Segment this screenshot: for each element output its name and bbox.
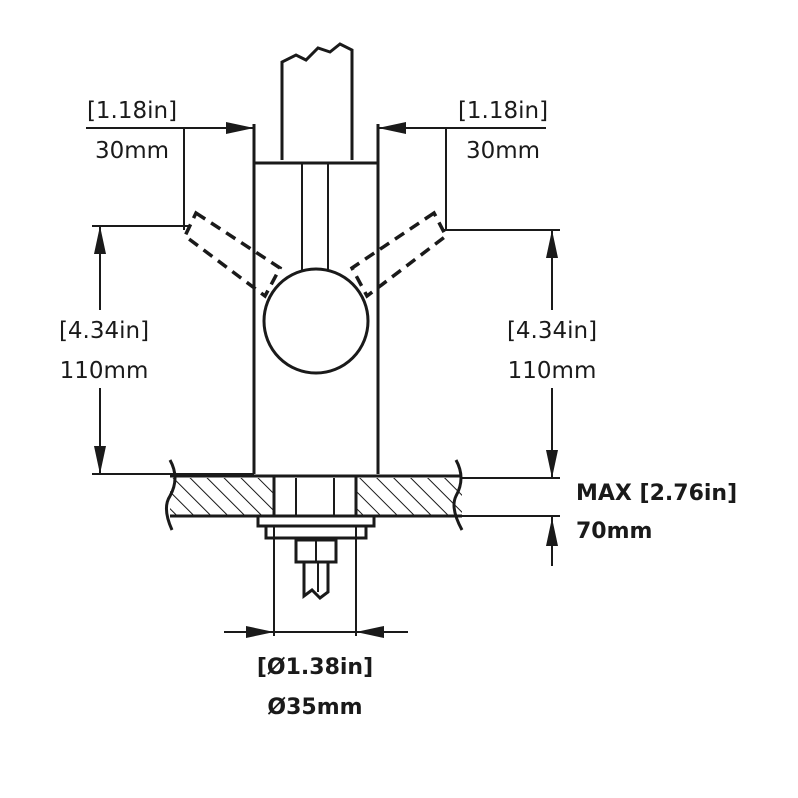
right-height-mm-label: 110mm <box>508 358 597 384</box>
dimension-top-left <box>86 122 254 230</box>
mounting-hardware <box>256 478 376 600</box>
lever-right-dashed <box>349 210 449 299</box>
max-thickness-inch-label: MAX [2.76in] <box>576 481 737 506</box>
top-left-inch-label: [1.18in] <box>87 98 177 124</box>
top-right-inch-label: [1.18in] <box>458 98 548 124</box>
spout-pipe <box>280 42 354 160</box>
dimension-diameter <box>224 526 408 638</box>
dimension-max-thickness <box>462 515 560 566</box>
left-height-mm-label: 110mm <box>60 358 149 384</box>
right-height-inch-label: [4.34in] <box>507 318 597 344</box>
top-right-mm-label: 30mm <box>466 138 540 164</box>
handle-knob <box>262 267 370 375</box>
lever-left-dashed <box>182 210 283 299</box>
max-thickness-mm-label: 70mm <box>576 519 652 544</box>
countertop <box>165 459 464 531</box>
dimension-right-height <box>442 229 560 479</box>
dimension-left-height <box>92 225 254 475</box>
left-height-inch-label: [4.34in] <box>59 318 149 344</box>
faucet-body <box>252 124 380 474</box>
top-left-mm-label: 30mm <box>95 138 169 164</box>
diameter-inch-label: [Ø1.38in] <box>257 655 373 680</box>
dimension-top-right <box>378 122 546 230</box>
diameter-mm-label: Ø35mm <box>267 695 362 720</box>
